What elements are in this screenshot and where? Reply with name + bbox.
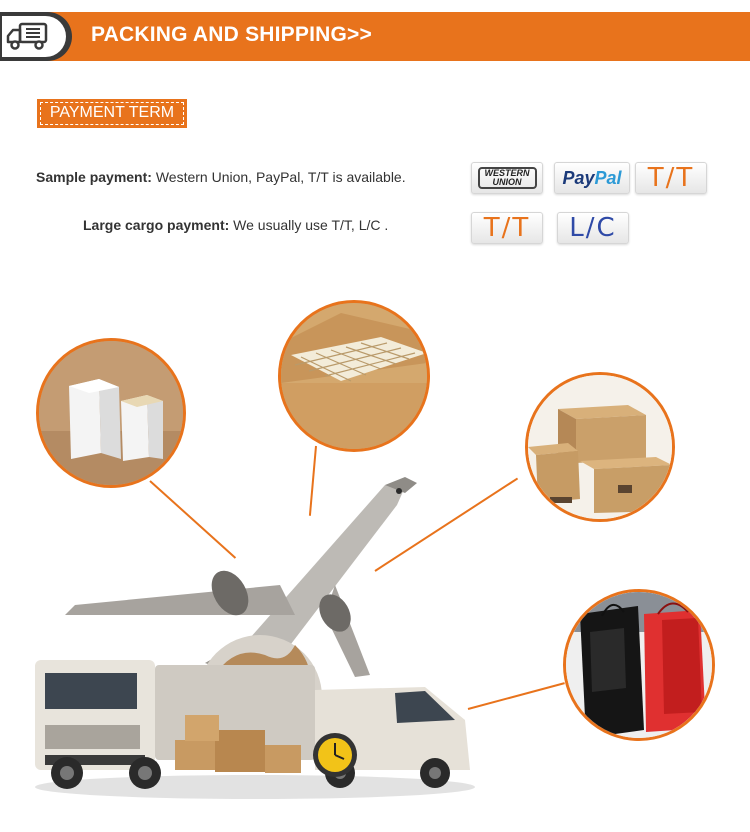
sample-payment-label: Sample payment: (36, 169, 152, 185)
large-payment-line: Large cargo payment: We usually use T/T,… (83, 217, 388, 233)
gift-bags-photo (563, 589, 715, 741)
logistics-illustration (35, 477, 475, 799)
tt-badge-sample: T/T (635, 162, 707, 194)
clock (313, 733, 357, 777)
paypal-part2: Pal (594, 167, 622, 188)
payment-term-tag: PAYMENT TERM (37, 99, 187, 128)
header-icon-container (0, 12, 72, 61)
header-banner: PACKING AND SHIPPING>> (0, 12, 750, 61)
large-payment-label: Large cargo payment: (83, 217, 230, 233)
payment-term-label: PAYMENT TERM (49, 104, 175, 121)
lc-label: L/C (569, 213, 617, 243)
tt-label-large: T/T (483, 213, 531, 243)
divider-box-photo (278, 300, 430, 452)
page-title: PACKING AND SHIPPING>> (91, 23, 372, 46)
truck-icon (6, 22, 48, 50)
lc-badge: L/C (557, 212, 629, 244)
wu-line2: UNION (492, 177, 522, 187)
cardboard-boxes-photo (525, 372, 675, 522)
white-box-photo (36, 338, 186, 488)
tt-label-sample: T/T (647, 163, 695, 193)
wu-line1: WESTERN (484, 168, 530, 178)
paypal-part1: Pay (562, 167, 595, 188)
sample-payment-text: Western Union, PayPal, T/T is available. (151, 169, 406, 185)
parcels (175, 715, 301, 773)
tt-badge-large: T/T (471, 212, 543, 244)
sample-payment-line: Sample payment: Western Union, PayPal, T… (36, 169, 406, 185)
paypal-badge: PayPal (554, 162, 630, 194)
large-payment-text: We usually use T/T, L/C . (229, 217, 389, 233)
